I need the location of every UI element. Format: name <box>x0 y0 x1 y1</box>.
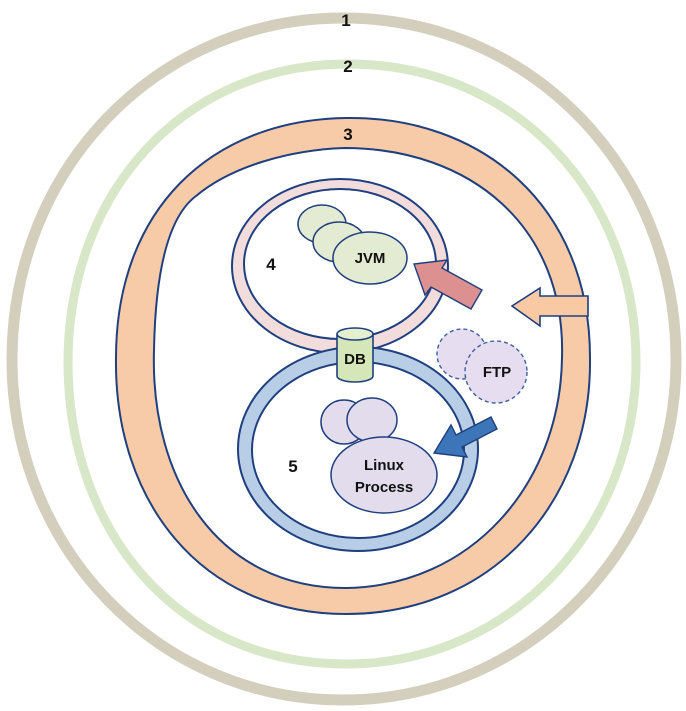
ring-1-label: 1 <box>341 11 350 30</box>
db-label: DB <box>344 351 366 368</box>
db-cylinder-icon <box>336 327 374 383</box>
ftp-node <box>464 340 528 404</box>
linux-cluster <box>320 397 438 514</box>
linux-process-node <box>330 436 438 514</box>
ring-4-label: 4 <box>266 255 276 274</box>
ring-2 <box>63 59 641 669</box>
jvm-label: JVM <box>355 250 386 267</box>
linux-label-line2: Process <box>355 479 413 496</box>
ftp-label: FTP <box>483 364 511 381</box>
linux-label-line1: Linux <box>364 457 405 474</box>
ring-2-label: 2 <box>343 57 352 76</box>
arrow-blue-icon <box>432 416 498 458</box>
ring-3-label: 3 <box>343 125 352 144</box>
ftp-cluster <box>436 328 528 404</box>
jvm-node <box>332 231 408 285</box>
arrow-pink-icon <box>413 259 483 310</box>
arrow-orange-icon <box>510 286 589 328</box>
ring-1 <box>6 12 682 706</box>
ring-5-label: 5 <box>288 457 297 476</box>
jvm-cluster <box>297 204 408 285</box>
